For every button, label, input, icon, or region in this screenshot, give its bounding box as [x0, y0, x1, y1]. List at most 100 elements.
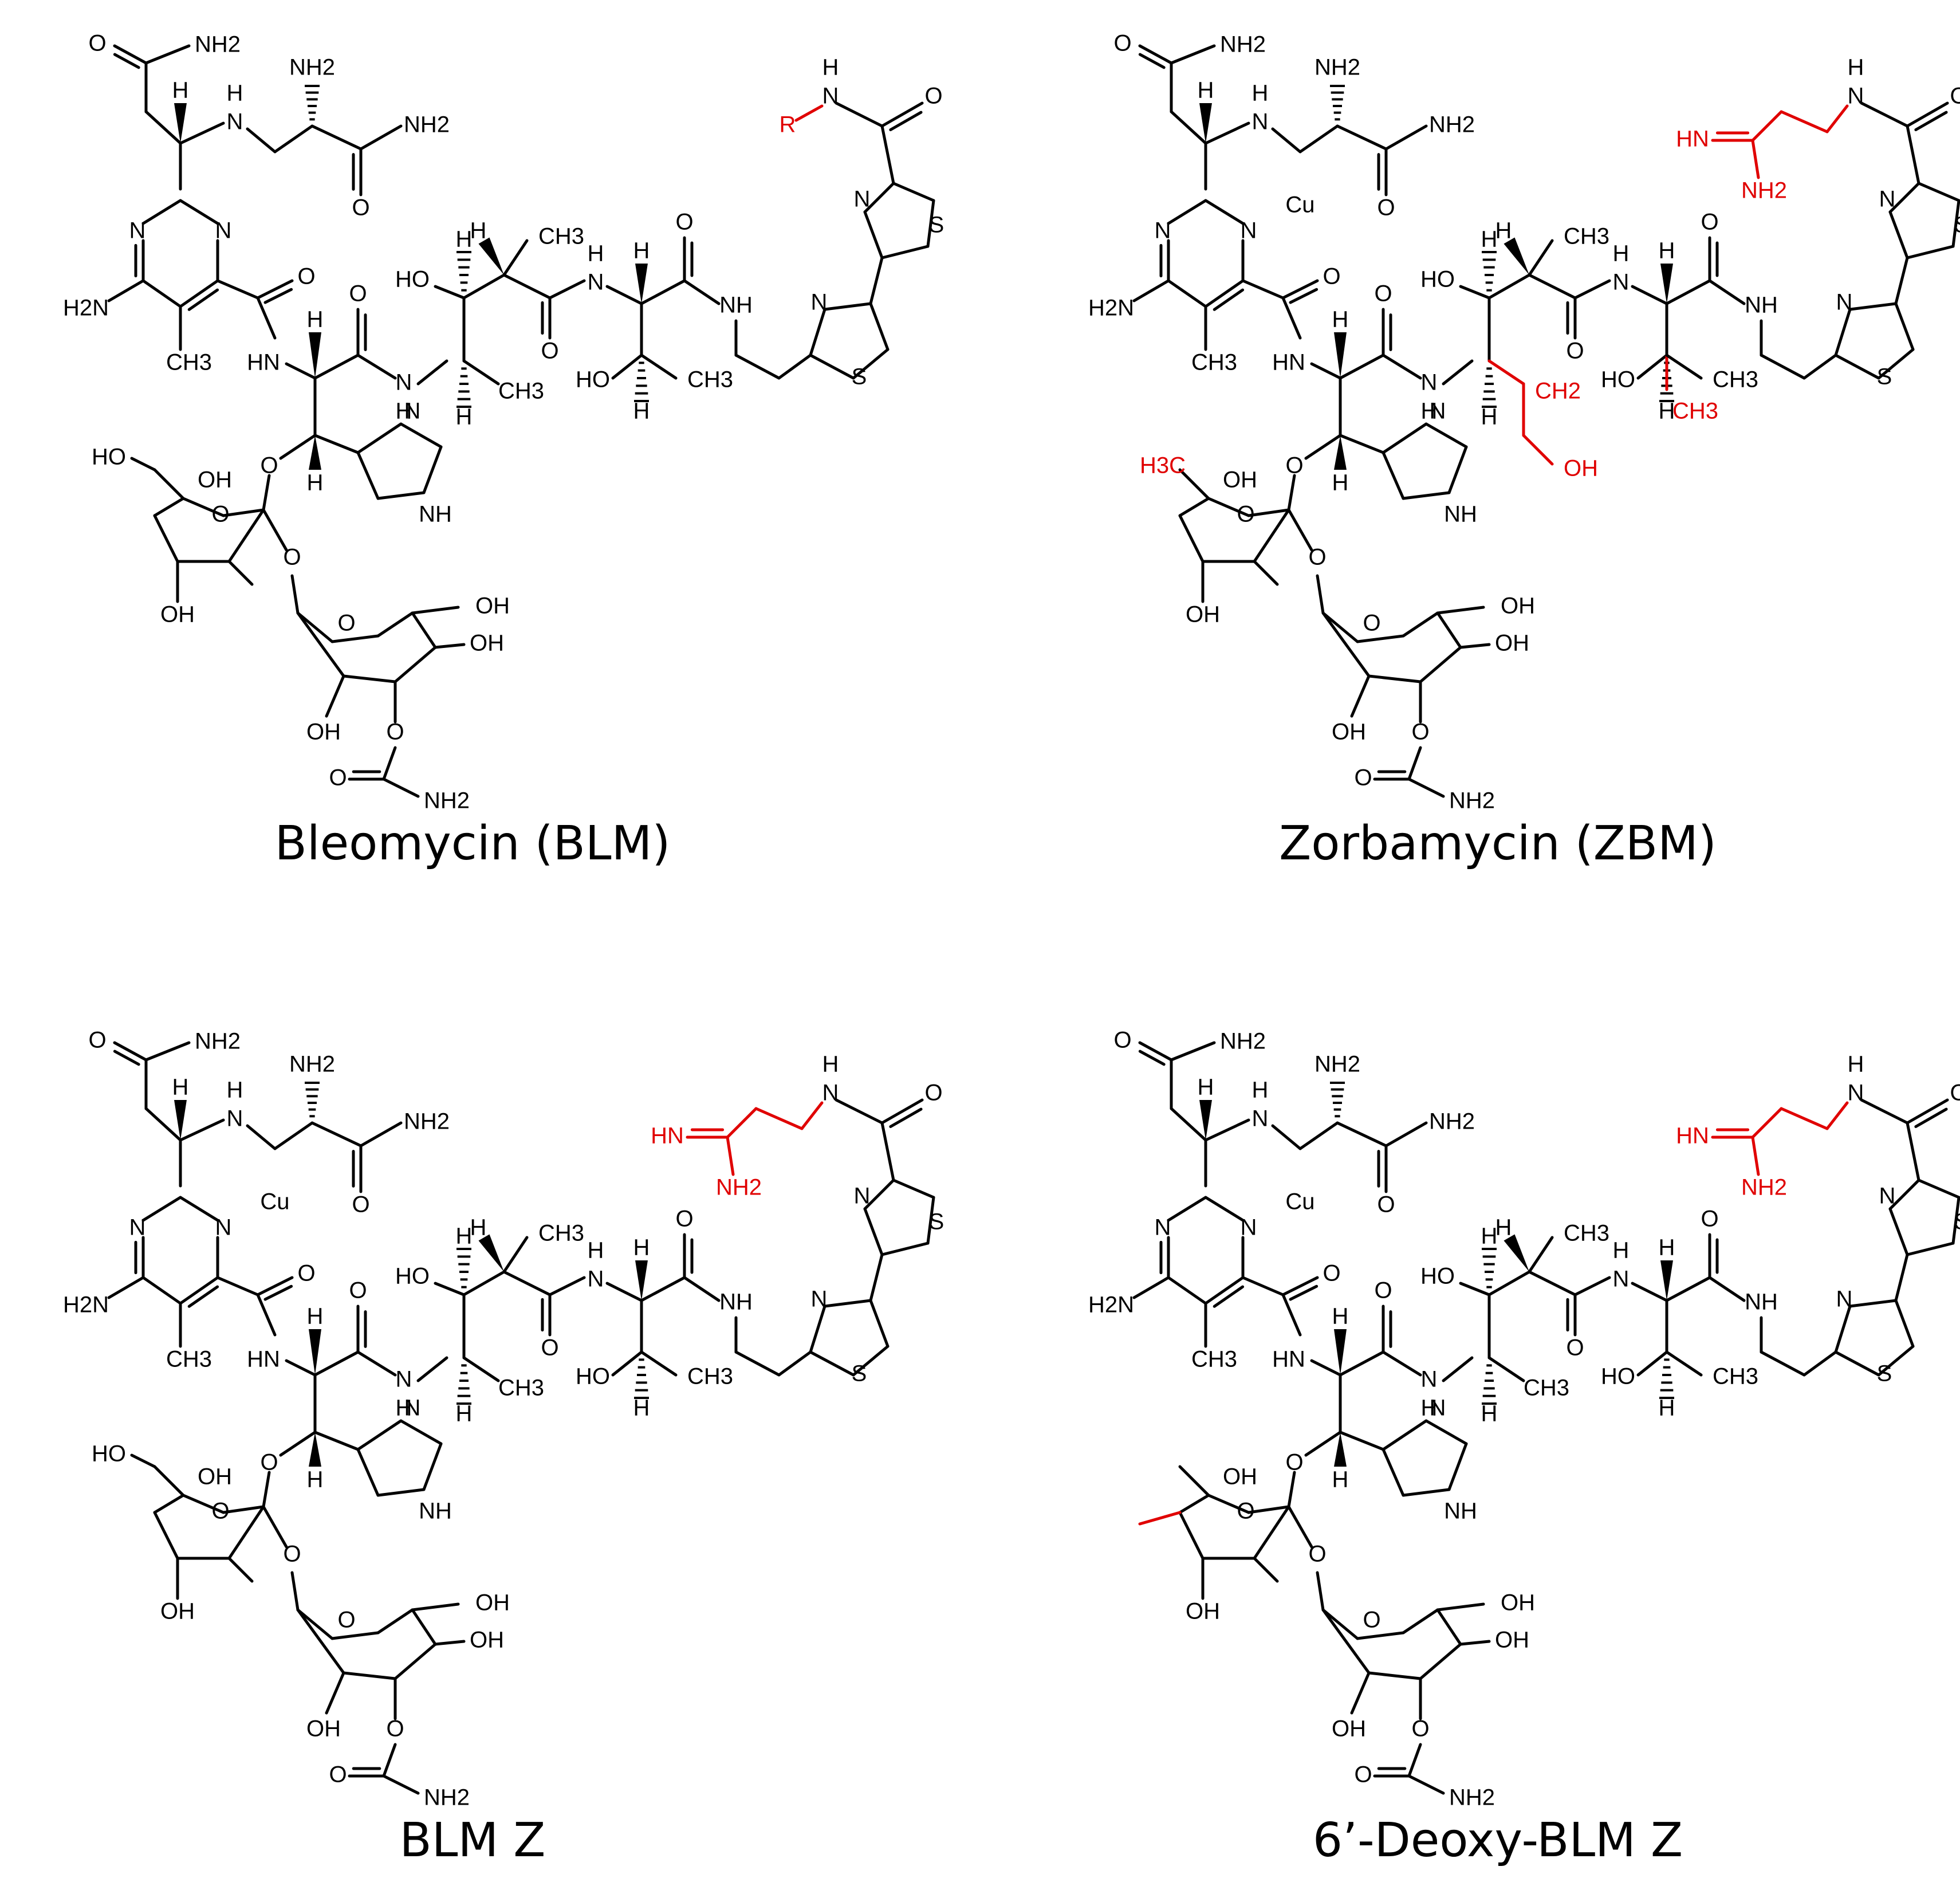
bond [1436, 1602, 1485, 1612]
metal-label: Cu [260, 1189, 289, 1215]
atom-label: O [1308, 545, 1326, 570]
bond [1321, 1608, 1371, 1675]
bond [1356, 1631, 1405, 1640]
bond [1138, 1511, 1182, 1526]
bond [640, 1350, 678, 1377]
bond [273, 124, 314, 154]
bond [1760, 353, 1806, 380]
bond [1906, 245, 1955, 260]
bond [1241, 279, 1285, 300]
atom-label: H [307, 307, 324, 332]
bond [1213, 1285, 1245, 1308]
atom-label: O [541, 339, 558, 364]
atom-label: O [1323, 264, 1340, 289]
atom-label: O [1237, 1499, 1254, 1524]
bond [216, 279, 259, 300]
atom-label: NH2 [1314, 55, 1360, 80]
atom-label: H [227, 1078, 243, 1103]
atom-label: H [1198, 78, 1214, 103]
bond [1751, 139, 1760, 179]
atom-label: O [349, 1278, 367, 1303]
bond [141, 1196, 182, 1222]
bond [1339, 353, 1385, 380]
wedge-bond [309, 332, 321, 378]
bond [889, 1107, 923, 1128]
bond [296, 1608, 345, 1675]
atom-label: O [1377, 195, 1395, 221]
atom-label: CH3 [1564, 224, 1609, 249]
bond [1442, 1356, 1474, 1382]
bond [1178, 1494, 1210, 1514]
bond [1253, 560, 1279, 586]
bond [1825, 1101, 1849, 1130]
atom-label: H [172, 1075, 189, 1100]
atom-label: O [675, 1207, 693, 1232]
bond [279, 1431, 317, 1457]
atom-label: OH [1223, 467, 1257, 493]
bond [1751, 110, 1783, 142]
bond [1384, 1121, 1428, 1148]
bond [182, 1494, 225, 1514]
bond [1888, 1178, 1920, 1211]
atom-label: HN [1272, 350, 1305, 375]
atom-label: H [307, 1467, 324, 1492]
bond [1436, 611, 1462, 649]
bond [605, 1282, 643, 1302]
bond [611, 1350, 643, 1377]
bond [153, 468, 185, 500]
wedge-bond [309, 435, 321, 470]
atom-label: OH [1564, 456, 1598, 481]
wedge-bond [635, 264, 648, 304]
bond [1382, 422, 1428, 454]
bond [869, 1299, 890, 1348]
bond [1407, 777, 1445, 798]
bond [1487, 1356, 1525, 1382]
bond [263, 288, 293, 304]
bond [1487, 359, 1525, 386]
atom-label: NH [719, 293, 753, 318]
atom-label: H [588, 241, 604, 266]
atom-label: O [1701, 210, 1718, 235]
bond [548, 1276, 586, 1296]
bond [1751, 1135, 1760, 1176]
bond [144, 1107, 182, 1142]
bond [1894, 1253, 1909, 1302]
bond [794, 104, 824, 122]
atom-label: H [1481, 404, 1498, 430]
bond [313, 434, 360, 454]
bond [1834, 308, 1852, 357]
atom-label: S [1877, 364, 1892, 390]
bond [1382, 1419, 1428, 1451]
compound-caption: BLM Z [400, 1813, 546, 1868]
atom-label: CH3 [498, 1376, 544, 1401]
atom-label: OH [198, 467, 232, 493]
bond [1888, 182, 1920, 214]
atom-label: H [396, 1396, 412, 1421]
bond [382, 1774, 420, 1795]
bond [325, 1671, 345, 1715]
bond [502, 239, 529, 277]
bond [1167, 1196, 1207, 1222]
atom-label: HO [1420, 267, 1455, 292]
bond [1834, 353, 1880, 380]
bond [1204, 279, 1245, 308]
bond [1487, 1270, 1531, 1296]
atom-label: CH3 [538, 224, 584, 249]
bond [1424, 422, 1468, 449]
atom-label: HN [247, 1347, 280, 1372]
bond [809, 353, 855, 380]
metal-label: Cu [1285, 192, 1314, 218]
atom-label: H2N [63, 296, 109, 321]
bond [1167, 279, 1207, 308]
bond [393, 1643, 437, 1680]
bond [1780, 110, 1829, 133]
bond [393, 646, 437, 683]
bond [187, 1285, 219, 1308]
bond [726, 1107, 758, 1139]
bond [153, 497, 185, 517]
bond [869, 1253, 884, 1302]
atom-label: H2N [1088, 1292, 1134, 1318]
bond [1384, 124, 1428, 151]
bond [422, 445, 443, 494]
